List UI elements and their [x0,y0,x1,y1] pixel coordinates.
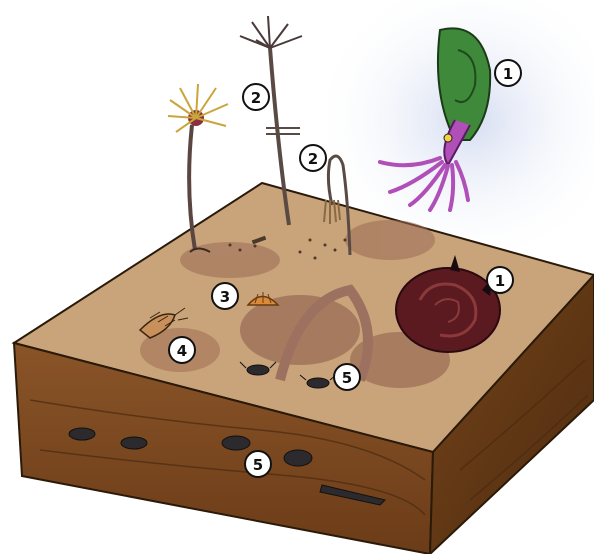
svg-text:2: 2 [308,150,318,168]
svg-text:5: 5 [253,456,263,474]
svg-text:2: 2 [251,89,261,107]
svg-text:5: 5 [342,369,352,387]
label-crinoid-b: 2 [300,145,326,171]
label-burrower-top: 5 [334,364,360,390]
svg-text:3: 3 [220,288,230,306]
label-crinoid-a: 2 [243,84,269,110]
label-brachiopod: 3 [212,283,238,309]
svg-text:4: 4 [177,342,187,360]
label-trilobite: 4 [169,337,195,363]
label-shell-fossil: 1 [487,267,513,293]
svg-text:1: 1 [503,65,513,83]
label-cephalopod-live: 1 [495,60,521,86]
svg-text:1: 1 [495,272,505,290]
label-burrower-side: 5 [245,451,271,477]
